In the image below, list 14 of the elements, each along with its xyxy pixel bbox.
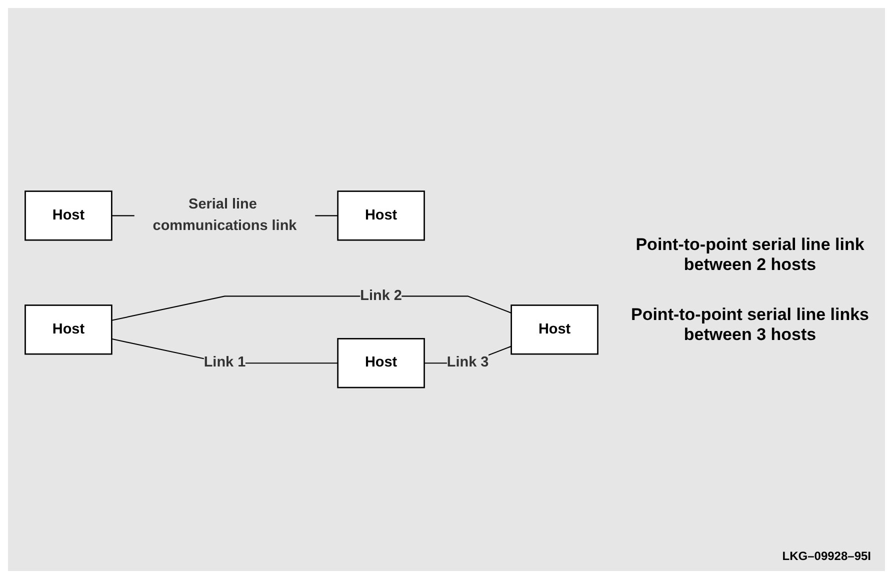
edge-label: Link 2 [360, 288, 402, 304]
caption-note: Point-to-point serial line link between 2 hosts [634, 234, 866, 274]
node-box [337, 338, 425, 388]
node-box [24, 190, 112, 241]
network-diagram: Serial line communications link Link 1 Link 2 Link 3 Host Host Host Host Host [18, 184, 605, 395]
edge-label: Link 3 [446, 355, 489, 370]
node-box [337, 190, 425, 241]
connector [112, 296, 512, 322]
figure-code: LKG–09928–95I [782, 549, 871, 563]
node-box [24, 304, 112, 355]
edge-label: Link 1 [204, 355, 246, 370]
edge-label: Serial line communications link [152, 196, 297, 234]
node-box [510, 304, 598, 355]
caption-note: Point-to-point serial line links between 3 hosts [630, 304, 870, 344]
